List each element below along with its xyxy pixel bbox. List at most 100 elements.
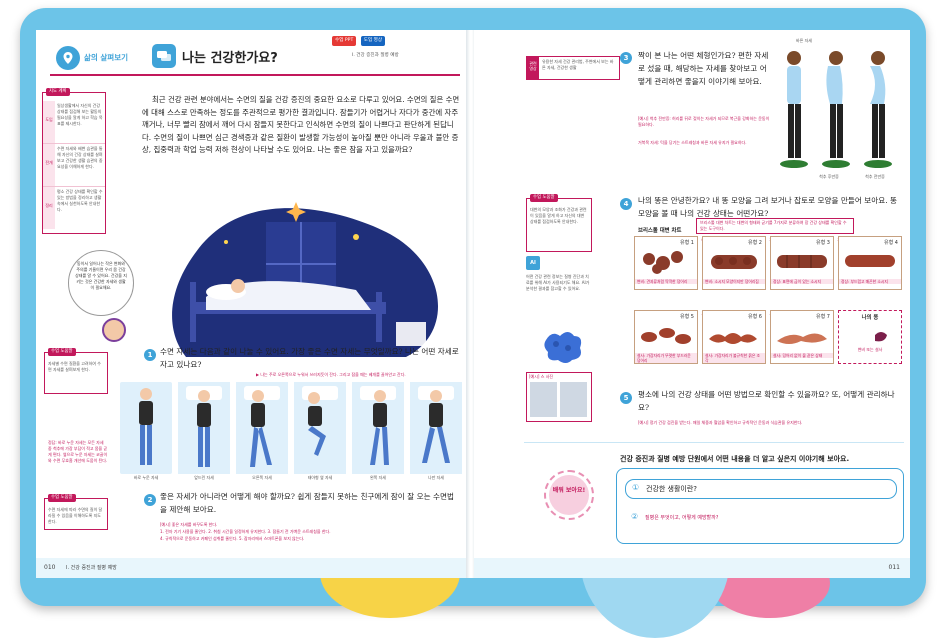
posture-panel: [236, 382, 288, 474]
related-video-box: 관련 영상 유용한 자세 건강 관리법, 주변에서 보는 바른 자세, 건강한 …: [526, 56, 620, 80]
question-3-note: 거북목 자세: 턱을 당기는 스트레칭과 바른 자세 유지가 필요하다.: [638, 140, 747, 145]
ppt-badge[interactable]: 수업 PPT: [332, 36, 357, 46]
clay-photo-box: [예시] 스 사진: [526, 372, 592, 422]
stool-type-card: 유형 3 정상: 표면에 금이 있는 소시지: [770, 236, 834, 290]
question-number-5: 5: [620, 392, 632, 404]
stool-type-label: 유형 3: [816, 240, 830, 246]
speech-text: 동이서 일어나는 작은 변화와 주의를 기울이면 우리 몸 건강 상태를 알 수…: [75, 261, 127, 290]
stool-type-desc: 변비: 견과류처럼 딱딱한 덩어리: [635, 279, 697, 284]
stool-cracked-sausage-icon: [777, 255, 827, 268]
answer-line: 1. 전자 기기 사용을 줄인다. 2. 취침 시간을 일정하게 유지한다. 3…: [160, 529, 331, 534]
posture-body-icon: [302, 386, 338, 456]
learn-item[interactable]: ① 건강한 생활이란?: [625, 479, 897, 499]
related-head: 관련 영상: [527, 57, 539, 79]
posture-body-icon: [244, 386, 280, 467]
book-spine: [466, 30, 476, 578]
guide-box: 지도 계획 도입 일상생활에서 자신의 건강 상태를 점검해 보는 활동의 필요…: [42, 88, 106, 234]
my-stool-card: 나의 똥 변비 또는 설사: [838, 310, 902, 364]
learn-badge-text: 배워 보아요!: [549, 475, 589, 515]
bristol-chart: 유형 1 변비: 견과류처럼 딱딱한 덩어리 변비 유형 2 변비: 소시지 모…: [634, 236, 902, 386]
avatar: [102, 318, 126, 342]
footer-unit: Ⅰ. 건강 증진과 질병 예방: [66, 565, 117, 571]
help-head-2: 수업 도움말: [48, 494, 76, 502]
guide-row: 정리 평소 건강 상태를 확인할 수 있는 방법을 정리하고 생활 속에서 실천…: [43, 187, 105, 229]
help-box-3: 수업 도움말 대변의 모양과 조화가 건강과 관련이 있음을 알게 하고 자신의…: [526, 194, 592, 252]
question-5-note: [예시] 정기 건강 검진을 받는다. 매일 체중과 혈압을 확인하고 규칙적인…: [638, 420, 803, 425]
help-box-2: 수업 도움말 수면 자세에 따라 수면의 질이 달라질 수 있음을 이해하도록 …: [44, 494, 108, 530]
learn-item-text: 질병은 무엇이고, 어떻게 예방할까?: [645, 515, 719, 521]
body-type-label: 척추 후만증: [819, 174, 839, 179]
page-number-right: 011: [888, 564, 900, 571]
guide-text: 평소 건강 상태를 확인할 수 있는 방법을 정리하고 생활 속에서 실천하도록…: [57, 189, 103, 212]
question-5: 평소에 나의 건강 상태를 어떤 방법으로 확인할 수 있을까요? 또, 어떻게…: [638, 390, 895, 412]
body-type-top-label: 바른 자세: [796, 38, 812, 43]
question-number-3: 3: [620, 52, 632, 64]
help-text-2: 수면 자세에 따라 수면의 질이 달라질 수 있음을 이해하도록 지도한다.: [48, 507, 103, 524]
my-stool-label: 나의 똥: [861, 315, 879, 321]
question-1: 수면 자세는 다음과 같이 나눌 수 있어요. 가장 좋은 수면 자세는 무엇일…: [160, 347, 459, 369]
posture-panel: [178, 382, 230, 474]
section-label: 삶의 살펴보기: [84, 53, 129, 62]
left-page: 삶의 살펴보기 나는 건강한가요? 수업 PPT 도입 영상 Ⅰ. 건강 증진과…: [36, 30, 468, 578]
help-text-1: 자세별 수면 질환을 고려하여 수면 자세를 살펴보게 한다.: [48, 361, 101, 372]
stool-type-card: 유형 1 변비: 견과류처럼 딱딱한 덩어리: [634, 236, 698, 290]
related-text[interactable]: 유용한 자세 건강 관리법, 주변에서 보는 바른 자세, 건강한 생활: [542, 59, 614, 70]
guide-head: 지도 계획: [46, 88, 70, 96]
footer-left: 010 Ⅰ. 건강 증진과 질병 예방: [36, 558, 468, 578]
stool-watery-icon: [777, 333, 827, 344]
stool-type-card: 유형 4 정상: 부드럽고 매끈한 소시지: [838, 236, 902, 290]
learn-item-text: 건강한 생활이란?: [646, 485, 698, 493]
my-stool-sketch-icon: [875, 332, 887, 342]
answer-line: 4. 규칙적으로 운동하고 카페인 섭취를 줄인다. 5. 잠자리에서 스마트폰…: [160, 536, 305, 541]
guide-rows: 도입 일상생활에서 자신의 건강 상태를 점검해 보는 활동의 필요성을 알게 …: [43, 101, 105, 229]
guide-text: 일상생활에서 자신의 건강 상태를 점검해 보는 활동의 필요성을 알게 하고 …: [57, 103, 103, 126]
answer-note: 정답: 바로 누운 자세는 모든 자세 중 척추에 가장 부담이 적고 몸을 곧…: [48, 440, 108, 463]
stool-smooth-sausage-icon: [845, 255, 895, 267]
clay-photo-label: [예시] 스 사진: [529, 374, 554, 379]
unit-reference: Ⅰ. 건강 증진과 질병 예방: [352, 53, 399, 58]
intro-paragraph: 최근 건강 관련 분야에서는 수면의 질을 건강 증진의 중요한 요소로 다루고…: [142, 95, 460, 155]
stool-type-desc: 설사: 덩어리 없이 물 같은 상태: [771, 353, 833, 358]
stool-type-card: 유형 7 설사: 덩어리 없이 물 같은 상태: [770, 310, 834, 364]
stool-lumps-icon: [643, 251, 683, 274]
stool-type-label: 유형 2: [748, 240, 762, 246]
ai-note: 어떤 건강 관련 정보는 질병 진단과 치료를 위해 AI가 사용되기도 해요.…: [526, 274, 590, 291]
page-number-left: 010: [44, 564, 56, 571]
body-type-figures: [780, 51, 892, 168]
question-3: 짝이 본 나는 어떤 체형인가요? 편한 자세로 섰을 때, 해당하는 자세를 …: [638, 51, 769, 86]
guide-label: 전개: [43, 144, 55, 186]
stool-type-label: 유형 7: [816, 314, 830, 320]
stool-type-label: 유형 6: [748, 314, 762, 320]
guide-row: 전개 수면 자세와 배변 습관을 통해 자신의 건강 상태를 살펴보고 건강한 …: [43, 144, 105, 187]
chat-icon: [152, 44, 176, 68]
posture-panels: 바로 누운 자세 엎드린 자세 오른쪽 자세 태아형 옆 자세 왼쪽 자세 나만…: [120, 382, 462, 482]
posture-body-icon: [360, 386, 396, 465]
stool-mushy-icon: [709, 333, 757, 344]
stool-type-desc: 변비: 소시지 모양이지만 덩어리짐: [703, 279, 765, 284]
video-badge[interactable]: 도입 영상: [360, 36, 386, 46]
speech-bubble: 동이서 일어나는 작은 변화와 주의를 기울이면 우리 몸 건강 상태를 알 수…: [68, 250, 134, 316]
header-rule: [50, 74, 460, 76]
posture-body-icon: [418, 386, 454, 463]
help-head-1: 수업 도움말: [48, 348, 76, 356]
stool-soft-blobs-icon: [641, 328, 691, 344]
stool-type-label: 유형 1: [680, 240, 694, 246]
stool-lumpy-sausage-icon: [711, 255, 757, 269]
stool-type-desc: 정상: 부드럽고 매끈한 소시지: [839, 279, 901, 284]
body-type-label: 척추 전만증: [865, 174, 885, 179]
bristol-chart-note-box: 브리스톨 대변 차트는 대변의 형태와 굳기를 7가지로 분류하여 장 건강 상…: [696, 218, 854, 234]
stool-type-card: 유형 5 설사: 가장자리가 뚜렷한 부드러운 덩어리: [634, 310, 698, 364]
sleep-illustration: [172, 202, 439, 357]
posture-label: 나만 자세: [428, 475, 444, 480]
posture-label: 바로 누운 자세: [133, 475, 159, 480]
bristol-chart-note: 브리스톨 대변 차트는 대변의 형태와 굳기를 7가지로 분류하여 장 건강 상…: [700, 220, 847, 231]
answer-line: [예시] 좋은 자세를 바꾸도록 한다.: [160, 522, 218, 527]
learn-prompt: 건강 증진과 질병 예방 단원에서 어떤 내용을 더 알고 싶은지 이야기해 보…: [620, 455, 850, 463]
posture-panel: [120, 382, 172, 474]
my-stool-desc: 변비 또는 설사: [857, 347, 883, 352]
bristol-chart-label: 브리스톨 대변 차트: [638, 228, 682, 234]
learn-item[interactable]: ② 질병은 무엇이고, 어떻게 예방할까?: [625, 509, 895, 527]
right-page: 관련 영상 유용한 자세 건강 관리법, 주변에서 보는 바른 자세, 건강한 …: [474, 30, 910, 578]
stool-type-card: 유형 2 변비: 소시지 모양이지만 덩어리짐: [702, 236, 766, 290]
stool-type-card: 유형 6 설사: 가장자리가 불규칙한 묽은 조각: [702, 310, 766, 364]
